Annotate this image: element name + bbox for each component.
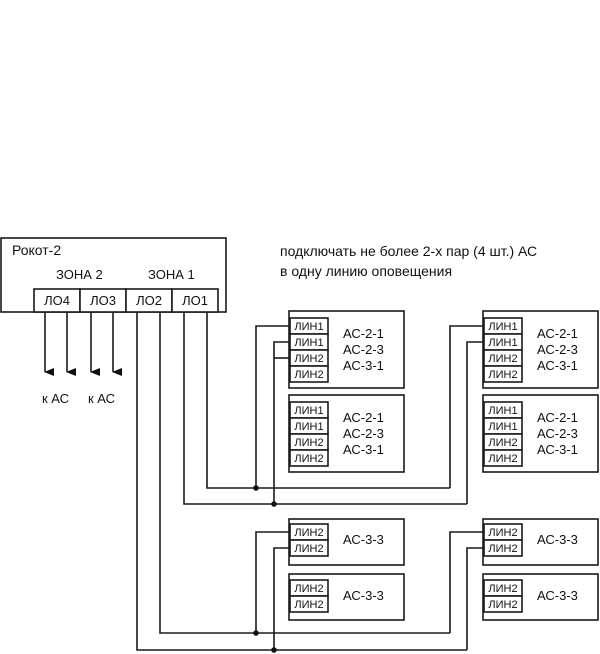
terminal-label: ЛИН1 xyxy=(294,337,323,349)
speaker-model-label: АС-3-1 xyxy=(537,442,578,457)
terminal-label: ЛИН2 xyxy=(488,437,517,449)
terminal-label: ЛИН1 xyxy=(488,405,517,417)
terminal xyxy=(289,539,329,557)
terminal-label: ЛИН2 xyxy=(294,369,323,381)
terminal-label: ЛИН2 xyxy=(294,599,323,611)
speaker-model-label: АС-2-3 xyxy=(343,342,384,357)
wire xyxy=(449,325,484,488)
speaker-model-label: АС-3-1 xyxy=(343,442,384,457)
terminal xyxy=(289,365,329,383)
note-line-1: подключать не более 2-х пар (4 шт.) АС xyxy=(280,243,537,259)
wire xyxy=(466,341,484,504)
note-line-2: в одну линию оповещения xyxy=(280,263,452,279)
terminal-label: ЛИН1 xyxy=(294,405,323,417)
speaker-model-label: АС-3-3 xyxy=(537,588,578,603)
junction-dot xyxy=(271,647,277,653)
junction-dot xyxy=(271,501,277,507)
zone-2-label: ЗОНА 2 xyxy=(56,267,103,282)
trunk-wires xyxy=(136,312,467,651)
wire-lo2-b xyxy=(136,312,467,651)
wire xyxy=(273,341,290,504)
terminal xyxy=(483,449,523,467)
speaker-model-label: АС-3-3 xyxy=(537,532,578,547)
speaker-model-label: АС-2-3 xyxy=(537,342,578,357)
speaker-model-label: АС-2-3 xyxy=(537,426,578,441)
wire xyxy=(255,531,290,633)
terminal-label: ЛИН2 xyxy=(488,369,517,381)
junction-dot xyxy=(253,485,259,491)
wire xyxy=(449,531,484,633)
speaker-model-label: АС-2-1 xyxy=(343,410,384,425)
speaker-model-label: АС-3-3 xyxy=(343,532,384,547)
terminal-label: ЛИН1 xyxy=(488,421,517,433)
controller-rokot-2: Рокот-2 ЗОНА 2 ЗОНА 1 ЛО4 ЛО3 ЛО2 ЛО1 xyxy=(0,237,227,313)
speaker-model-label: АС-3-1 xyxy=(343,358,384,373)
terminal-label: ЛИН2 xyxy=(294,543,323,555)
terminal-label: ЛИН1 xyxy=(488,321,517,333)
speaker-model-label: АС-2-1 xyxy=(537,410,578,425)
wire-lo1-b xyxy=(183,312,467,505)
terminal-label: ЛИН1 xyxy=(294,321,323,333)
terminal xyxy=(483,365,523,383)
terminal-label: ЛИН2 xyxy=(488,583,517,595)
terminal xyxy=(483,539,523,557)
terminal xyxy=(289,595,329,613)
wire xyxy=(466,547,484,650)
speaker-model-label: АС-2-1 xyxy=(537,326,578,341)
speaker-pair-lower-left xyxy=(253,531,290,653)
output-arrows: к АС к АС xyxy=(42,312,122,406)
zone-1-label: ЗОНА 1 xyxy=(148,267,195,282)
wire xyxy=(273,547,290,650)
port-lo1-label: ЛО1 xyxy=(182,293,208,308)
port-lo1 xyxy=(171,288,219,313)
to-speakers-label-2: к АС xyxy=(88,391,115,406)
terminal-label: ЛИН2 xyxy=(294,353,323,365)
speaker-model-label: АС-3-3 xyxy=(343,588,384,603)
terminal-label: ЛИН2 xyxy=(488,599,517,611)
terminal-label: ЛИН1 xyxy=(488,337,517,349)
controller-title: Рокот-2 xyxy=(12,242,61,258)
wire xyxy=(255,325,290,488)
terminal-label: ЛИН1 xyxy=(294,421,323,433)
speaker-pair-lower-right xyxy=(449,531,484,650)
speaker-model-label: АС-2-1 xyxy=(343,326,384,341)
terminal-label: ЛИН2 xyxy=(488,527,517,539)
to-speakers-label-1: к АС xyxy=(42,391,69,406)
terminal-label: ЛИН2 xyxy=(294,453,323,465)
terminal-label: ЛИН2 xyxy=(488,543,517,555)
terminal xyxy=(289,449,329,467)
terminal-label: ЛИН2 xyxy=(488,353,517,365)
port-lo2-label: ЛО2 xyxy=(136,293,162,308)
terminal-label: ЛИН2 xyxy=(294,527,323,539)
speaker-pair-upper-right xyxy=(449,325,484,504)
junction-dot xyxy=(253,630,259,636)
speaker-model-label: АС-3-1 xyxy=(537,358,578,373)
port-lo4-label: ЛО4 xyxy=(44,293,70,308)
speaker-pair-upper-left xyxy=(253,325,290,507)
terminal-label: ЛИН2 xyxy=(294,437,323,449)
wire-lo1-a xyxy=(206,312,450,489)
terminal-label: ЛИН2 xyxy=(294,583,323,595)
terminal-label: ЛИН2 xyxy=(488,453,517,465)
speaker-model-label: АС-2-3 xyxy=(343,426,384,441)
port-lo3-label: ЛО3 xyxy=(90,293,116,308)
terminal xyxy=(483,595,523,613)
wire-lo2-a xyxy=(159,312,450,634)
